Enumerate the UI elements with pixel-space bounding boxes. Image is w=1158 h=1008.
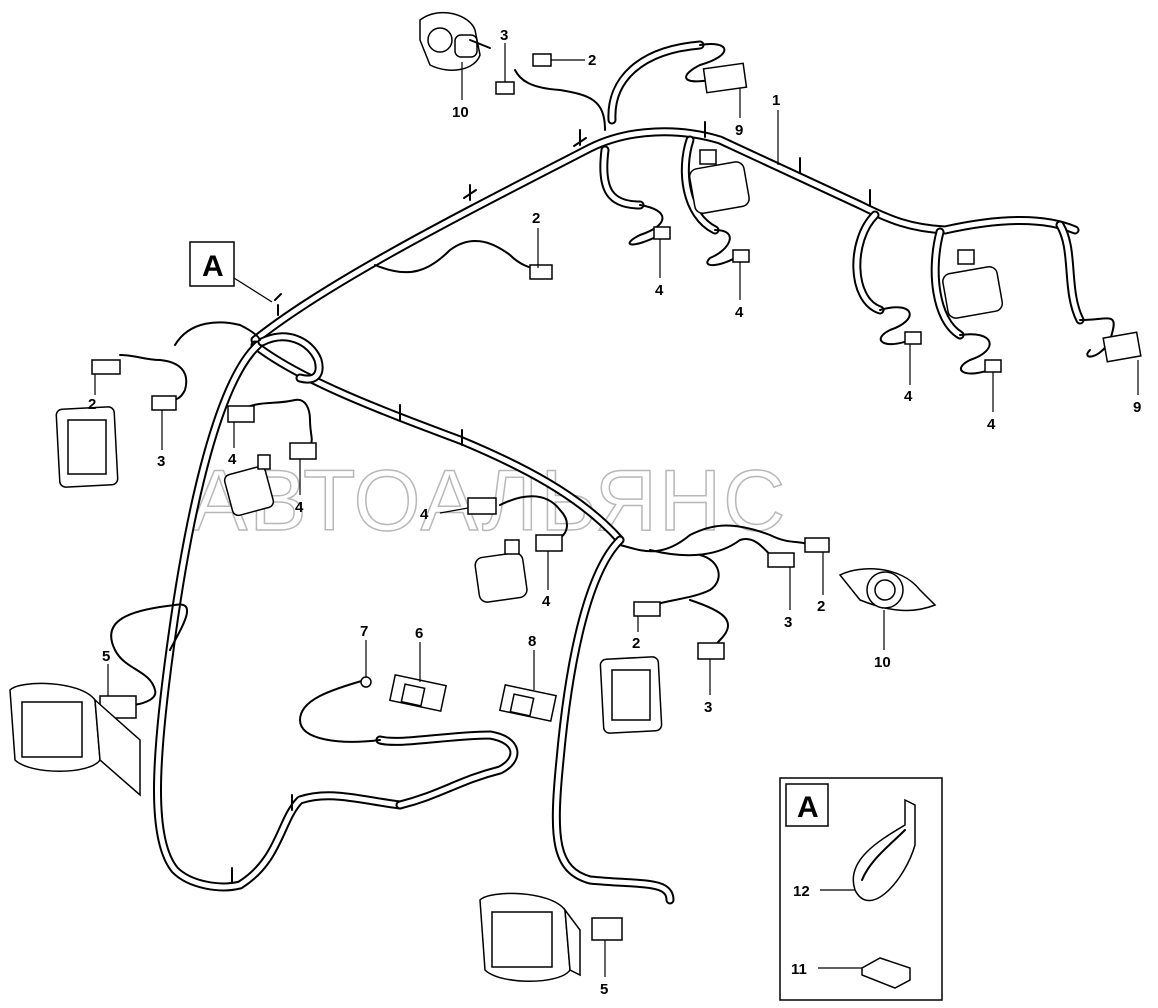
harness-branches (110, 40, 1115, 743)
callout-9-right: 9 (1133, 399, 1141, 416)
svg-text:A: A (797, 791, 819, 824)
work-lamp-left (9, 682, 141, 797)
mirror-lamp-top (688, 149, 750, 215)
callout-3-left: 3 (157, 453, 165, 470)
connector-3-lower (697, 642, 725, 660)
mirror-lamp-right (942, 249, 1004, 319)
callout-9-top: 9 (735, 122, 743, 139)
connector-4-a (653, 226, 671, 240)
mirror-lamp-mid (474, 539, 528, 603)
connector-4-f (289, 442, 317, 460)
label-12: 12 (793, 883, 810, 900)
connector-4-d (984, 359, 1002, 373)
callout-4-c: 4 (904, 388, 913, 405)
connector-8 (498, 683, 558, 723)
callout-4-b: 4 (735, 304, 744, 321)
callout-5-left: 5 (102, 648, 110, 665)
mirror-lamp-mid-left (223, 454, 275, 517)
connector-2-mid (529, 264, 553, 280)
socket-10-top (419, 11, 491, 71)
callout-10-top: 10 (452, 104, 469, 121)
callout-4-f: 4 (295, 499, 304, 516)
clip-11 (861, 957, 911, 989)
connector-5-bottom (591, 917, 623, 941)
connectors (91, 53, 1142, 941)
connector-2-right (804, 537, 830, 553)
callout-4-g: 4 (420, 506, 429, 523)
cable-tie-12 (852, 798, 916, 902)
callout-4-h: 4 (542, 593, 551, 610)
callout-3-top: 3 (500, 27, 508, 44)
connector-4-e (227, 405, 255, 423)
connector-3-right (767, 552, 795, 568)
connector-9-right (1102, 331, 1142, 363)
callout-2-lower: 2 (632, 635, 640, 652)
connector-4-c (904, 331, 922, 345)
callout-6: 6 (415, 625, 423, 642)
callout-3-lower: 3 (704, 699, 712, 716)
callout-7: 7 (360, 623, 368, 640)
callout-3-right: 3 (784, 614, 792, 631)
connector-6 (388, 673, 448, 713)
rect-light-right (599, 656, 663, 734)
label-11: 11 (791, 961, 807, 978)
callout-5-bottom: 5 (600, 981, 608, 998)
callout-2-mid: 2 (532, 210, 540, 227)
harness-clamps (231, 121, 871, 884)
connector-2-lower (633, 601, 661, 617)
callout-4-a: 4 (655, 282, 664, 299)
connector-4-b (732, 249, 750, 263)
section-marker-a: A (189, 241, 273, 303)
callout-2-left: 2 (88, 396, 96, 413)
work-lamp-bottom (479, 892, 581, 982)
connector-4-g (467, 497, 497, 515)
ring-terminal-7 (360, 676, 372, 688)
callout-2-right: 2 (817, 598, 825, 615)
connector-9-top (702, 62, 748, 94)
main-harness (153, 127, 1080, 905)
callout-10-right: 10 (874, 654, 891, 671)
callout-1: 1 (772, 92, 780, 109)
callout-4-d: 4 (987, 416, 996, 433)
connector-3-left (151, 395, 177, 411)
callout-labels: 10 3 2 9 1 2 4 4 4 4 9 2 3 4 4 4 4 3 2 1… (88, 27, 1141, 998)
components (9, 11, 1004, 982)
connector-2-top (532, 53, 552, 67)
connector-2-left (91, 359, 121, 375)
leader-lines (94, 43, 1139, 977)
callout-2-top: 2 (588, 52, 596, 69)
connector-3-top (495, 81, 515, 95)
svg-text:A: A (202, 250, 224, 283)
callout-8: 8 (528, 633, 536, 650)
socket-10-right (838, 568, 937, 612)
rect-light-left (55, 406, 119, 488)
callout-4-e: 4 (228, 451, 237, 468)
detail-box-a: A 12 11 (779, 777, 943, 1001)
connector-4-h (535, 534, 563, 552)
